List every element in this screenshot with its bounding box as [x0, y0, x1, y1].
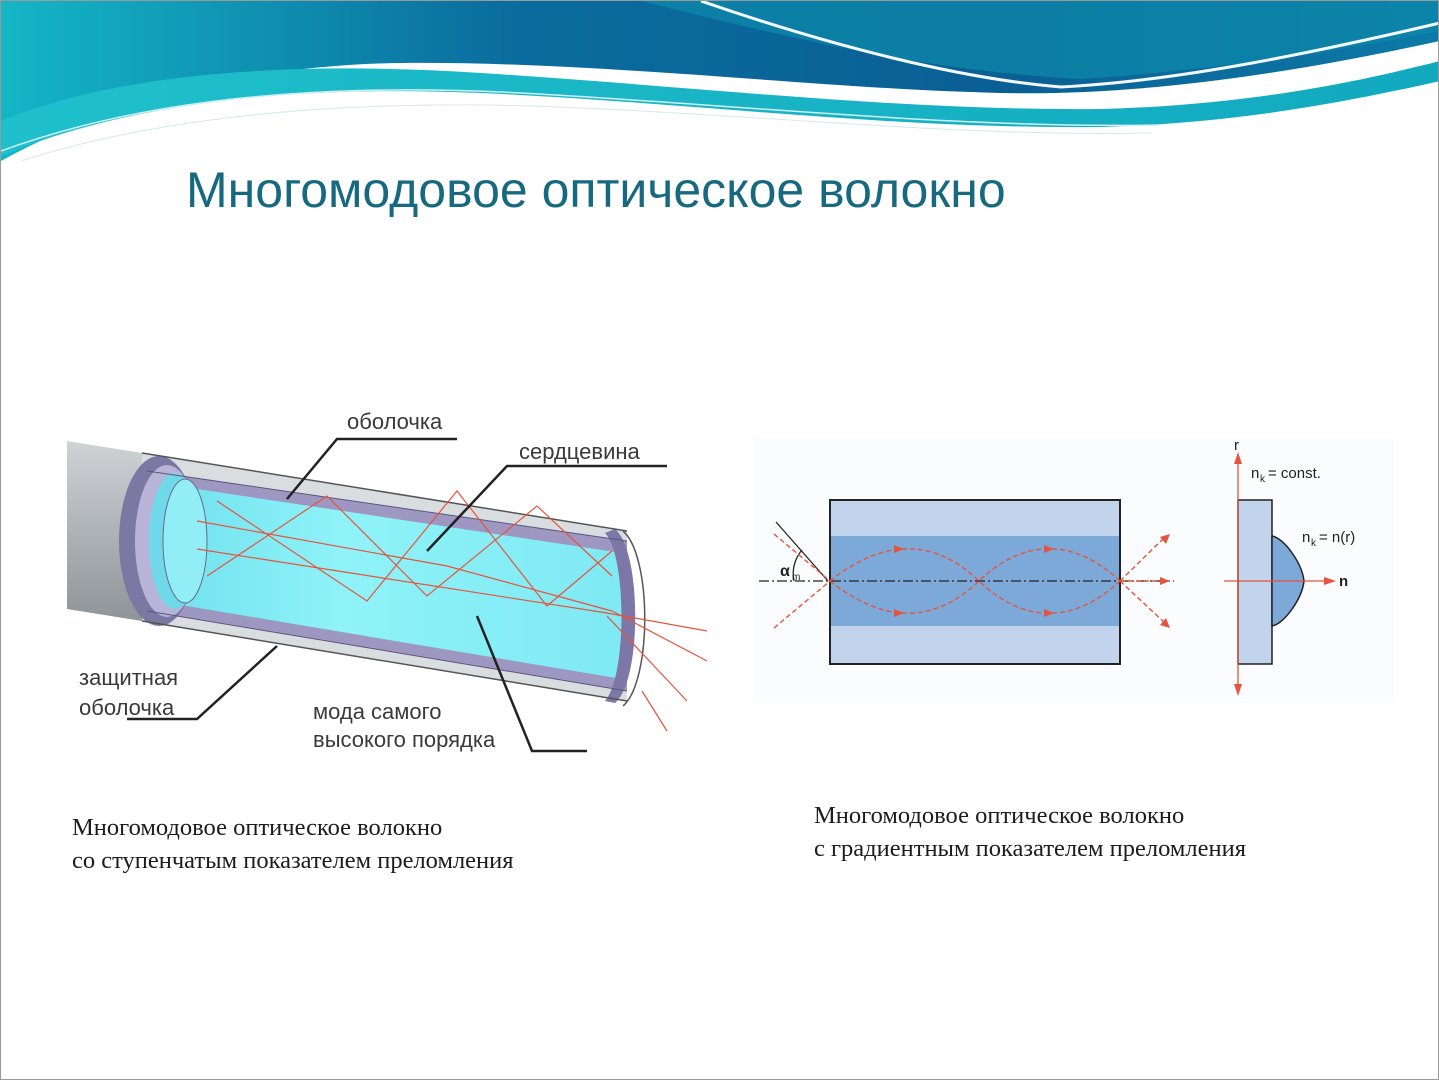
caption-graded-index-line2: с градиентным показателем преломления	[814, 835, 1246, 862]
label-highest-mode-line2: высокого порядка	[313, 727, 496, 752]
label-n-r: n	[1302, 529, 1310, 546]
label-axis-n: n	[1339, 573, 1348, 590]
label-cladding: оболочка	[347, 409, 443, 434]
label-core: сердцевина	[519, 439, 641, 464]
caption-graded-index-line1: Многомодовое оптическое волокно	[814, 802, 1185, 829]
header-wave-decoration	[1, 1, 1438, 162]
label-axis-r: r	[1234, 438, 1239, 454]
caption-step-index: Многомодовое оптическое волокно со ступе…	[72, 811, 514, 877]
graded-index-fiber-diagram: α m r n n k =	[754, 438, 1394, 703]
step-index-fiber-diagram: оболочка сердцевина защитная оболочка мо…	[67, 409, 708, 753]
caption-graded-index: Многомодовое оптическое волокно с градие…	[814, 799, 1246, 865]
label-n-const-sub: k	[1260, 474, 1266, 485]
slide-title: Многомодовое оптическое волокно	[186, 162, 1006, 218]
label-n-r-sub: k	[1311, 538, 1317, 549]
label-n-const: n	[1251, 465, 1259, 482]
label-n-const-value: = const.	[1268, 465, 1321, 482]
label-highest-mode-line1: мода самого	[313, 699, 441, 724]
label-alpha: α	[780, 563, 790, 580]
caption-step-index-line1: Многомодовое оптическое волокно	[72, 814, 443, 841]
label-n-r-value: = n(r)	[1319, 529, 1355, 546]
label-protective-coating-line2: оболочка	[79, 695, 175, 720]
label-alpha-sub: m	[792, 572, 800, 583]
label-protective-coating-line1: защитная	[79, 665, 178, 690]
caption-step-index-line2: со ступенчатым показателем преломления	[72, 847, 514, 874]
